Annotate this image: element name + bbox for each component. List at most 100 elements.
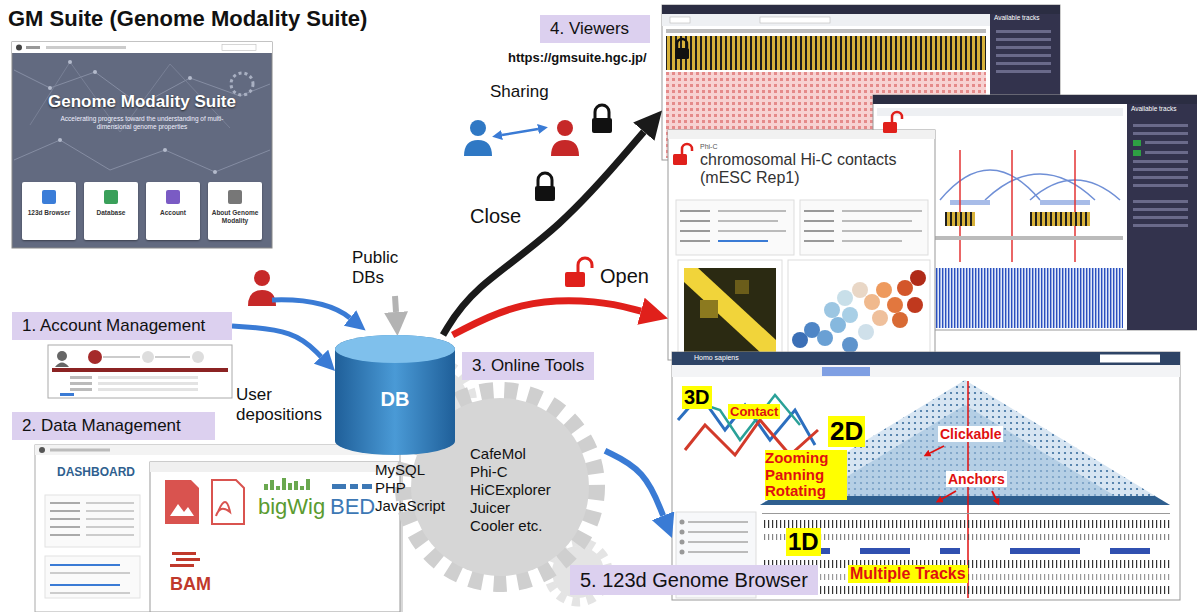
closed-lock [592,105,612,133]
account-screenshot [57,351,67,361]
genome-browser-screenshot-art [688,531,748,533]
dashboard-screenshot-art [306,479,310,490]
viewer-screenshot-art [959,150,961,262]
genome-browser-screenshot-art [680,520,685,525]
closed-lock [595,105,609,118]
phic-screenshot-art [800,200,928,255]
dashboard-screenshot-art [212,480,244,524]
phic-screenshot: Phi-Cchromosomal Hi-C contacts (mESC Rep… [668,130,935,360]
phic-screenshot-art [824,302,840,318]
phic-screenshot-art [680,230,710,232]
viewer-screenshot-art [1011,150,1013,262]
section-tag: 3. Online Tools [462,352,594,380]
viewer-screenshot-art [1145,141,1188,144]
dashboard-screenshot-art [350,484,358,489]
flow-label: Sharing [490,82,549,102]
phic-screenshot-art [700,300,718,318]
phic-screenshot-art [804,220,834,222]
dashboard-screenshot-art [86,518,134,520]
phic-screenshot-art [910,270,926,286]
phic-screenshot-art [842,210,922,212]
genome-browser-screenshot: Homo sapiens [672,352,1180,600]
homepage-screenshot-art [231,73,253,95]
node-heading: Account [146,209,200,217]
user-icon [470,120,486,136]
dashboard-screenshot-art [50,526,80,528]
node-heading: 3. Online Tools [472,355,584,377]
dashboard-screenshot-art [86,502,134,504]
node-heading: Genome Modality Suite [12,92,272,112]
user-icon [248,290,276,306]
user-icon [248,270,276,306]
gear-shape [411,398,589,576]
viewer-screenshot-art [1133,224,1188,227]
homepage-screenshot-art [12,42,272,53]
dashboard-screenshot-art [50,449,110,452]
phic-screenshot-art [817,330,833,346]
dashboard-screenshot-art [50,502,80,504]
label-holder: Sharing [490,82,549,102]
genome-browser-screenshot-art [688,521,748,523]
node-body: chromosomal Hi-C contacts (mESC Rep1) [700,151,928,188]
phic-screenshot-art [668,130,935,360]
open-lock [883,122,897,133]
dashboard-screenshot-art [172,552,196,555]
dashboard-screenshot-art [332,484,346,489]
feature-callout: 1D [786,528,821,556]
homepage-screenshot-art [222,45,256,51]
phic-screenshot-art [735,280,749,294]
sharing-arrow [502,129,538,135]
dashboard-screenshot-art [45,556,140,598]
viewer-screenshot-art [996,70,1051,73]
deposit-arrow [272,300,350,318]
open-lock [673,144,692,165]
closed-lock [675,48,689,59]
card-icon [228,190,242,204]
phic-screenshot-art [804,230,834,232]
edge-label: User depositions [236,385,332,426]
node-heading: 4. Viewers [550,18,640,40]
label-holder: 1D [786,528,821,556]
dashboard-screenshot-art [362,484,372,489]
node-heading: Phi-C [700,143,935,150]
feature-callout: 2D [828,416,865,447]
genome-browser-screenshot-art [672,352,1180,365]
menu-card: About Genome Modality [208,182,262,240]
viewer-screenshot-art [1133,168,1188,171]
label-holder: Clickable [938,426,1003,442]
phic-screenshot-art [684,268,776,354]
edge-label: Open [600,265,649,288]
dashboard-screenshot-art [300,486,304,490]
flow-label: Public DBs [352,248,412,289]
open-lock [565,272,585,287]
phic-screenshot-art [852,282,868,298]
viewer-screenshot-art [662,14,990,26]
label-holder: Public DBs [352,248,412,289]
genome-browser-screenshot-art [680,550,685,555]
phic-screenshot-art [842,230,922,232]
genome-browser-screenshot-art [942,491,956,499]
viewer-screenshot-art [1145,151,1188,154]
viewer-screenshot-art [1133,140,1141,146]
viewer-screenshot-art [1127,104,1197,330]
dashboard-screenshot-art [45,495,140,547]
dashboard-screenshot-art [150,462,400,612]
open-lock [682,144,692,154]
gear-shape [404,391,596,583]
closed-lock [535,186,555,201]
edge-label-holder: Open [600,265,649,288]
phic-screenshot-art [842,240,902,242]
dashboard-screenshot-art [270,480,274,490]
open-lock [578,258,592,272]
viewer-screenshot-art [760,17,830,23]
node-heading: DASHBOARD [57,465,400,479]
viewer-screenshot-art [662,5,1060,14]
homepage-screenshot-art [58,138,62,142]
account-screenshot [103,356,140,358]
node-heading: DB [335,335,455,455]
viewer-screenshot-art [1074,150,1076,262]
user-icon [557,120,573,136]
label-holder: 2D [828,416,865,447]
edge-label-holder: User depositions [236,385,332,426]
